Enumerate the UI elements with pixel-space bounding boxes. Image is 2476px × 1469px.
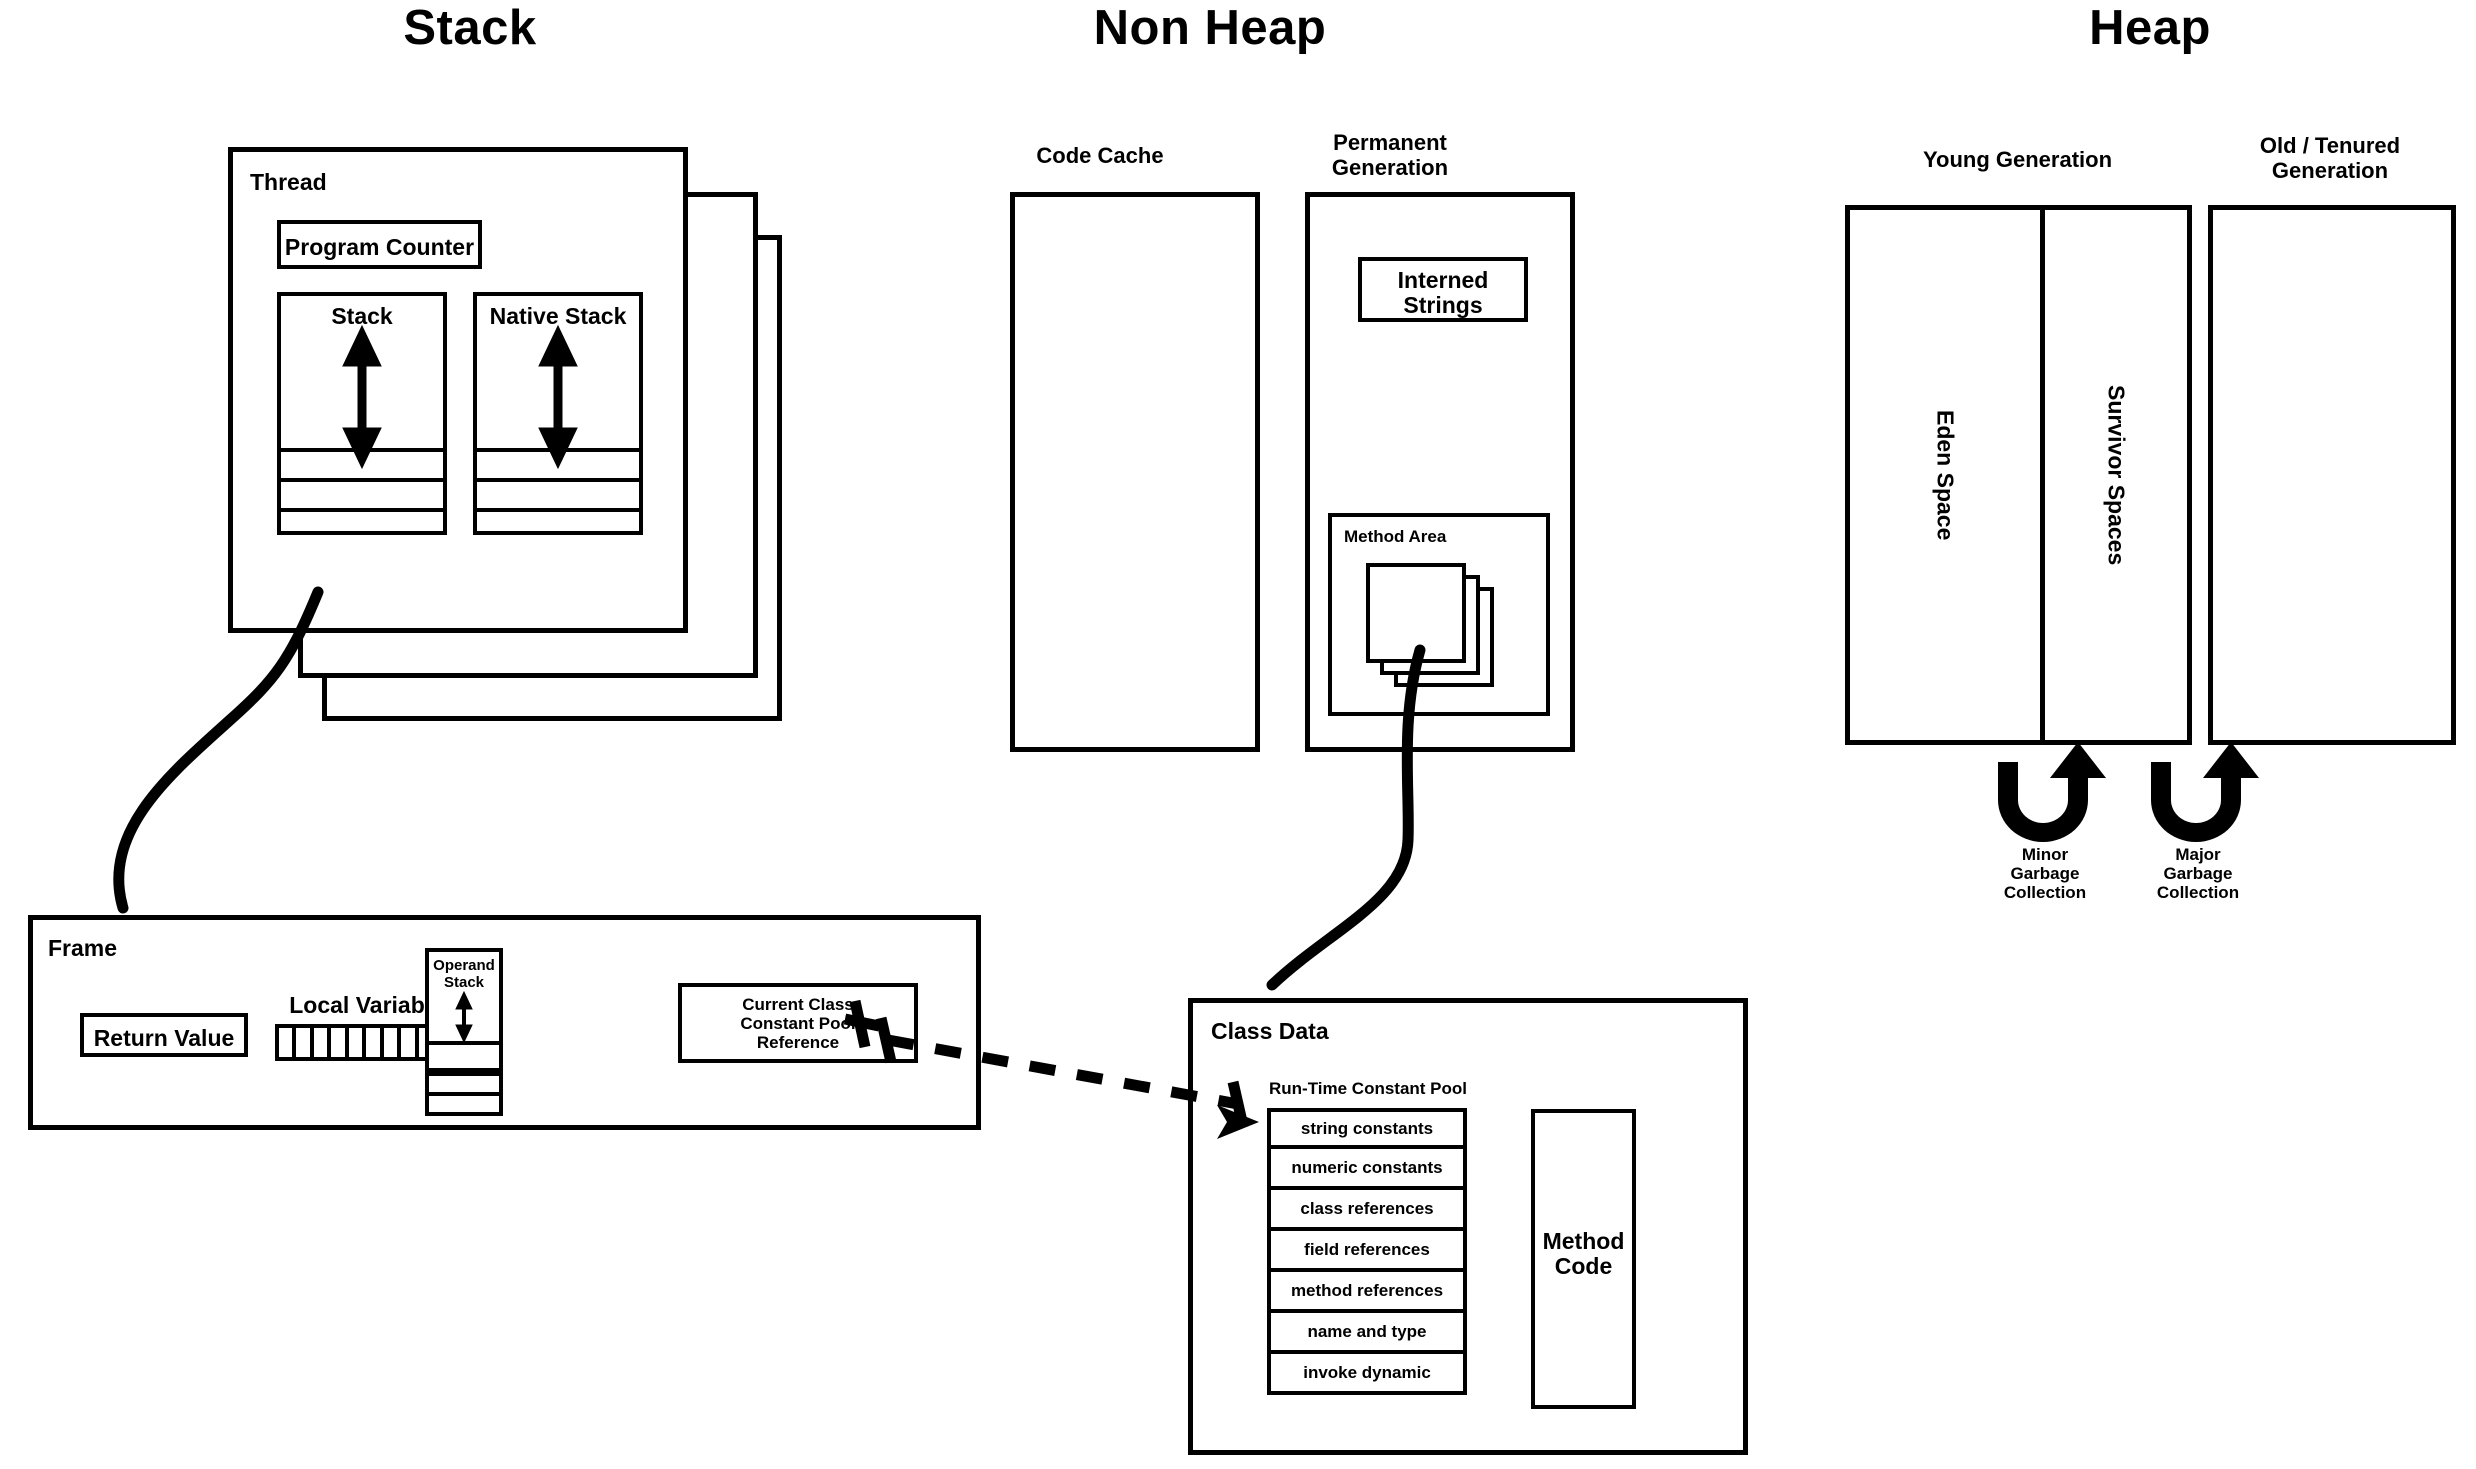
run-time-constant-pool-entry: class references: [1267, 1190, 1467, 1231]
method-area-label: Method Area: [1344, 527, 1447, 546]
interned-strings-box: Interned Strings: [1358, 257, 1528, 322]
code-cache-title: Code Cache: [1036, 143, 1164, 168]
run-time-constant-pool-entry: name and type: [1267, 1313, 1467, 1354]
run-time-constant-pool-entry: invoke dynamic: [1267, 1354, 1467, 1395]
local-variable-cell: [414, 1028, 432, 1057]
class-data-label: Class Data: [1211, 1018, 1329, 1044]
major-gc-arrow-icon: [2151, 742, 2259, 842]
interned-strings-label: Interned Strings: [1397, 267, 1489, 318]
run-time-constant-pool-entry-label: string constants: [1300, 1118, 1434, 1138]
survivor-spaces-box: Survivor Spaces: [2040, 205, 2192, 745]
stack-slot-1: [277, 448, 447, 478]
run-time-constant-pool-entry-label: field references: [1304, 1239, 1430, 1259]
thread-box: Thread Program Counter Stack Native Stac…: [228, 147, 688, 633]
stack-slot-3: [277, 508, 447, 535]
method-area-box: Method Area: [1328, 513, 1550, 716]
program-counter-box: Program Counter: [277, 220, 482, 269]
method-code-box: Method Code: [1531, 1109, 1636, 1409]
permanent-generation-box: Interned Strings Method Area: [1305, 192, 1575, 752]
run-time-constant-pool-entry-label: name and type: [1307, 1321, 1427, 1341]
local-variable-cell: [327, 1028, 344, 1057]
thread-label: Thread: [250, 169, 327, 195]
permanent-generation-title: Permanent Generation: [1331, 130, 1449, 181]
old-tenured-generation-box: [2208, 205, 2456, 745]
local-variable-cell: [279, 1028, 292, 1057]
survivor-spaces-label: Survivor Spaces: [2103, 384, 2130, 566]
code-cache-box: [1010, 192, 1260, 752]
local-variable-cell: [309, 1028, 327, 1057]
stack-column-label: Stack: [331, 303, 393, 329]
run-time-constant-pool-label: Run-Time Constant Pool: [1269, 1079, 1468, 1098]
operand-stack-label: Operand Stack: [433, 957, 495, 991]
run-time-constant-pool-entry-label: method references: [1290, 1280, 1444, 1300]
frame-label: Frame: [48, 935, 118, 961]
native-stack-slot-1: [473, 448, 643, 478]
minor-gc-arrow-icon: [1998, 742, 2106, 842]
old-generation-title: Old / Tenured Generation: [2259, 133, 2401, 184]
frame-box: Frame Return Value Local Variables Opera…: [28, 915, 981, 1130]
native-stack-slot-3: [473, 508, 643, 535]
native-stack-column-label: Native Stack: [489, 303, 627, 329]
method-code-label: Method Code: [1542, 1228, 1625, 1279]
eden-space-label: Eden Space: [1932, 409, 1959, 541]
local-variable-cell: [362, 1028, 379, 1057]
young-generation-title: Young Generation: [1922, 147, 2113, 172]
local-variable-cell: [344, 1028, 362, 1057]
section-title-stack: Stack: [403, 1, 537, 55]
current-class-constant-pool-reference-box: Current Class Constant Pool Reference: [678, 983, 918, 1063]
run-time-constant-pool-entry: string constants: [1267, 1108, 1467, 1149]
section-title-non-heap: Non Heap: [1093, 1, 1327, 55]
program-counter-label: Program Counter: [284, 234, 475, 260]
operand-stack-slot-1: [425, 1041, 503, 1065]
local-variable-cell: [397, 1028, 414, 1057]
run-time-constant-pool-entry: numeric constants: [1267, 1149, 1467, 1190]
native-stack-slot-2: [473, 478, 643, 508]
run-time-constant-pool-entry-label: numeric constants: [1291, 1157, 1443, 1177]
stack-slot-2: [277, 478, 447, 508]
run-time-constant-pool-entry: method references: [1267, 1272, 1467, 1313]
frame-to-thread-stack-connector: [113, 586, 324, 914]
local-variable-cell: [379, 1028, 397, 1057]
run-time-constant-pool-entry-label: invoke dynamic: [1303, 1362, 1431, 1382]
return-value-box: Return Value: [80, 1013, 248, 1057]
stack-column-box: Stack: [277, 292, 447, 535]
section-title-heap: Heap: [2089, 1, 2211, 55]
return-value-label: Return Value: [93, 1025, 235, 1051]
current-class-constant-pool-reference-label: Current Class Constant Pool Reference: [740, 995, 856, 1053]
minor-gc-label: Minor Garbage Collection: [2003, 845, 2087, 903]
operand-stack-slot-3: [425, 1092, 503, 1116]
operand-stack-box: Operand Stack: [425, 948, 503, 1072]
operand-stack-arrow-icon: [455, 990, 473, 1044]
run-time-constant-pool-entry: field references: [1267, 1231, 1467, 1272]
major-gc-label: Major Garbage Collection: [2156, 845, 2240, 903]
native-stack-column-box: Native Stack: [473, 292, 643, 535]
class-object-copy-1: [1366, 563, 1466, 663]
run-time-constant-pool-list: string constants numeric constants class r…: [1267, 1108, 1467, 1395]
local-variable-cell: [292, 1028, 309, 1057]
eden-space-box: Eden Space: [1845, 205, 2045, 745]
run-time-constant-pool-entry-label: class references: [1300, 1198, 1434, 1218]
class-data-box: Class Data Run-Time Constant Pool string…: [1188, 998, 1748, 1455]
